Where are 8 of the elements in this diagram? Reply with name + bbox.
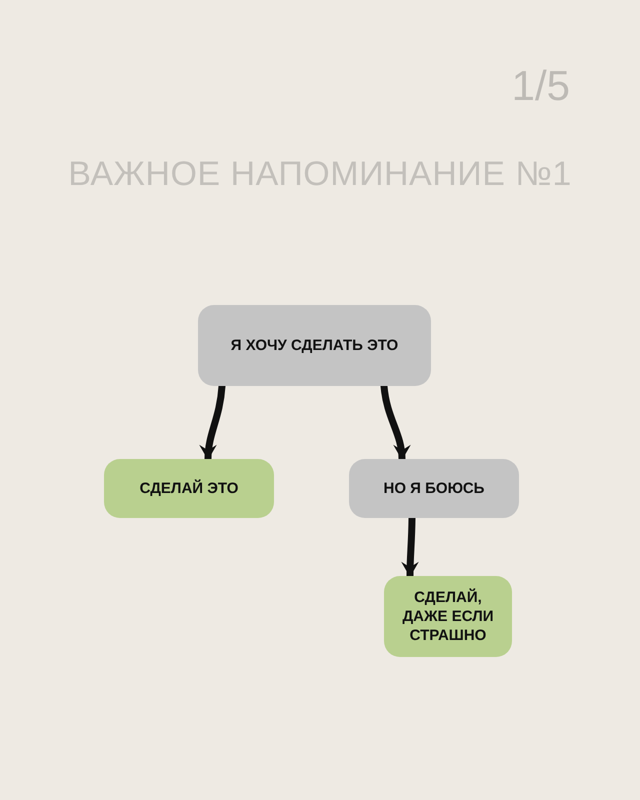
process-box [104, 459, 274, 518]
box-label: НО Я БОЮСЬ [384, 479, 484, 498]
process-box [384, 576, 512, 657]
box-label: СДЕЛАЙ ЭТО [140, 479, 238, 498]
box-label: Я ХОЧУ СДЕЛАТЬ ЭТО [230, 336, 398, 355]
process-box [198, 305, 431, 386]
box-label: СДЕЛАЙ, ДАЖЕ ЕСЛИ СТРАШНО [401, 588, 495, 645]
process-box [349, 459, 519, 518]
